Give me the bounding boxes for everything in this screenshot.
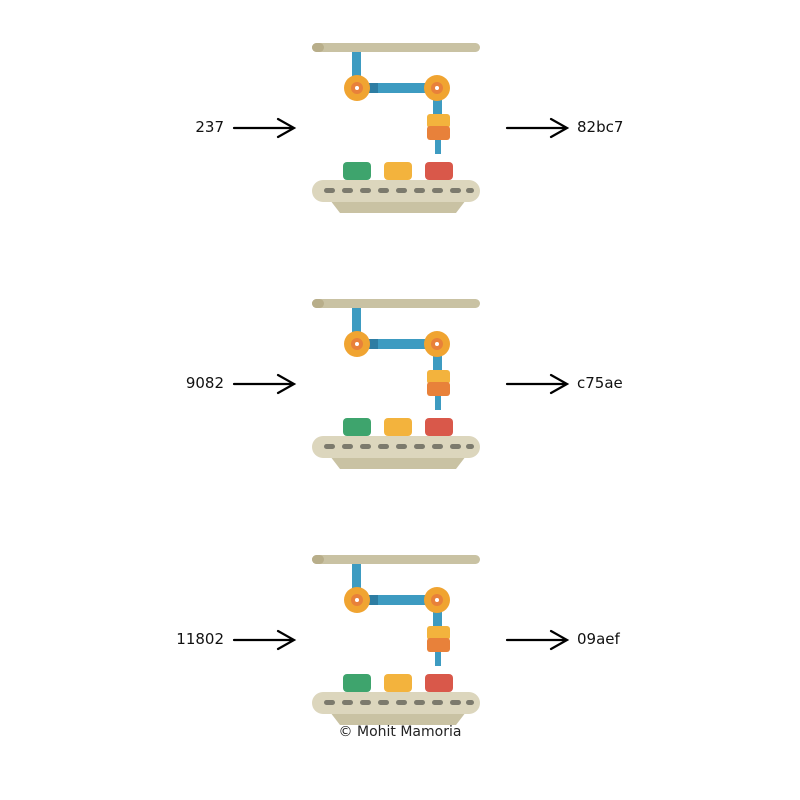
- transform-row-1: 237: [0, 40, 800, 220]
- robotic-arm-conveyor-icon: [312, 555, 480, 725]
- transform-row-3: 11802: [0, 552, 800, 732]
- right-arrow-icon: [505, 373, 570, 395]
- input-value: 9082: [185, 374, 224, 392]
- right-arrow-icon: [232, 373, 297, 395]
- output-value: c75ae: [577, 374, 623, 392]
- right-arrow-icon: [505, 117, 570, 139]
- input-value: 237: [195, 118, 224, 136]
- robotic-arm-conveyor-icon: [312, 299, 480, 469]
- output-value: 82bc7: [577, 118, 624, 136]
- input-value: 11802: [176, 630, 224, 648]
- transform-row-2: 9082: [0, 296, 800, 476]
- robotic-arm-conveyor-icon: [312, 43, 480, 213]
- right-arrow-icon: [505, 629, 570, 651]
- output-value: 09aef: [577, 630, 620, 648]
- right-arrow-icon: [232, 629, 297, 651]
- right-arrow-icon: [232, 117, 297, 139]
- credit-text: © Mohit Mamoria: [338, 724, 462, 740]
